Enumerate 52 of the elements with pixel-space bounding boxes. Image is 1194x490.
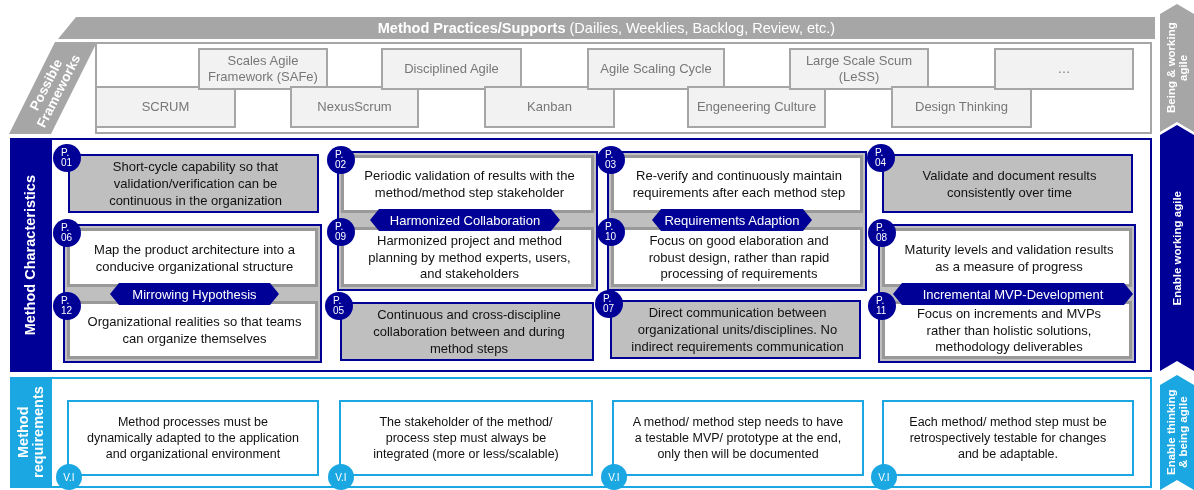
group-banner: Incremental MVP-Development bbox=[893, 283, 1133, 305]
principle-text: Short-cycle capability so that validation/verification can be continuous in the organization bbox=[108, 158, 283, 210]
principle-text: Periodic validation of results with the method/method step stakeholder bbox=[363, 167, 576, 202]
framework-box: Agile Scaling Cycle bbox=[587, 48, 725, 90]
principle-text: Focus on good elaboration and robust design, rather than rapid processing of requirements bbox=[647, 231, 831, 284]
number-badge: P. 10 bbox=[597, 218, 625, 246]
framework-box: Design Thinking bbox=[891, 86, 1032, 128]
framework-box: Large Scale Scum (LeSS) bbox=[789, 48, 929, 90]
framework-box: SCRUM bbox=[95, 86, 236, 128]
number-badge: P. 11 bbox=[868, 292, 896, 320]
requirement-text: A method/ method step needs to have a testable MVP/ prototype at the end, only then will be documented bbox=[631, 413, 845, 464]
chevron-label: Enable thinking & being agile bbox=[1160, 375, 1194, 490]
principle-text: Direct communication between organizational units/disciplines. No indirect requirements communication bbox=[630, 304, 845, 356]
principle-text: Harmonized project and method planning by method experts, users, and stakeholders bbox=[367, 231, 572, 284]
chevron-label: Enable working agile bbox=[1160, 125, 1194, 371]
version-badge: V.I bbox=[601, 464, 627, 490]
number-badge: P. 04 bbox=[867, 144, 895, 172]
number-badge: P. 08 bbox=[868, 219, 896, 247]
number-badge: P. 02 bbox=[327, 146, 355, 174]
framework-box: NexusScrum bbox=[290, 86, 419, 128]
chevron-label: Being & working agile bbox=[1160, 4, 1194, 132]
principle-text: Maturity levels and validation results as a measure of progress bbox=[903, 240, 1115, 276]
number-badge: P. 01 bbox=[53, 144, 81, 172]
framework-box: Scales Agile Framework (SAFe) bbox=[198, 48, 328, 90]
number-badge: P. 06 bbox=[53, 219, 81, 247]
principle-text: Organizational realities so that teams can organize themselves bbox=[86, 313, 303, 348]
number-badge: P. 12 bbox=[53, 292, 81, 320]
framework-box: … bbox=[994, 48, 1134, 90]
group-banner: Harmonized Collaboration bbox=[370, 209, 560, 231]
group-banner: Requirements Adaption bbox=[652, 209, 812, 231]
side-heading: Method requirements bbox=[10, 377, 52, 488]
practices-banner: Method Practices/Supports (Dailies, Weeklies, Backlog, Review, etc.) bbox=[58, 17, 1155, 39]
framework-box: Kanban bbox=[484, 86, 615, 128]
number-badge: P. 03 bbox=[597, 146, 625, 174]
principle-text: Re-verify and continuously maintain requirements after each method step bbox=[631, 167, 847, 202]
version-badge: V.I bbox=[871, 464, 897, 490]
number-badge: P. 05 bbox=[325, 292, 353, 320]
framework-box: Disciplined Agile bbox=[381, 48, 522, 90]
side-heading: Method Characteristics bbox=[10, 138, 52, 372]
principle-text: Validate and document results consistently over time bbox=[921, 166, 1098, 202]
version-badge: V.I bbox=[56, 464, 82, 490]
framework-box: Engeneering Culture bbox=[687, 86, 826, 128]
requirement-text: The stakeholder of the method/ process step must always be integrated (more or less/scalable) bbox=[372, 413, 560, 464]
group-banner: Mirrowing Hypothesis bbox=[110, 283, 279, 305]
number-badge: P. 07 bbox=[595, 290, 623, 318]
principle-text: Map the product architecture into a conducive organizational structure bbox=[93, 240, 296, 276]
version-badge: V.I bbox=[328, 464, 354, 490]
number-badge: P. 09 bbox=[327, 218, 355, 246]
requirement-text: Each method/ method step must be retrospectively testable for changes and be adaptable. bbox=[908, 413, 1108, 464]
principle-text: Continuous and cross-discipline collaboration between and during method steps bbox=[372, 306, 566, 358]
principle-text: Focus on increments and MVPs rather than holistic solutions, methodology deliverables bbox=[915, 304, 1103, 356]
requirement-text: Method processes must be dynamically adapted to the application and organizational environment bbox=[86, 413, 300, 464]
